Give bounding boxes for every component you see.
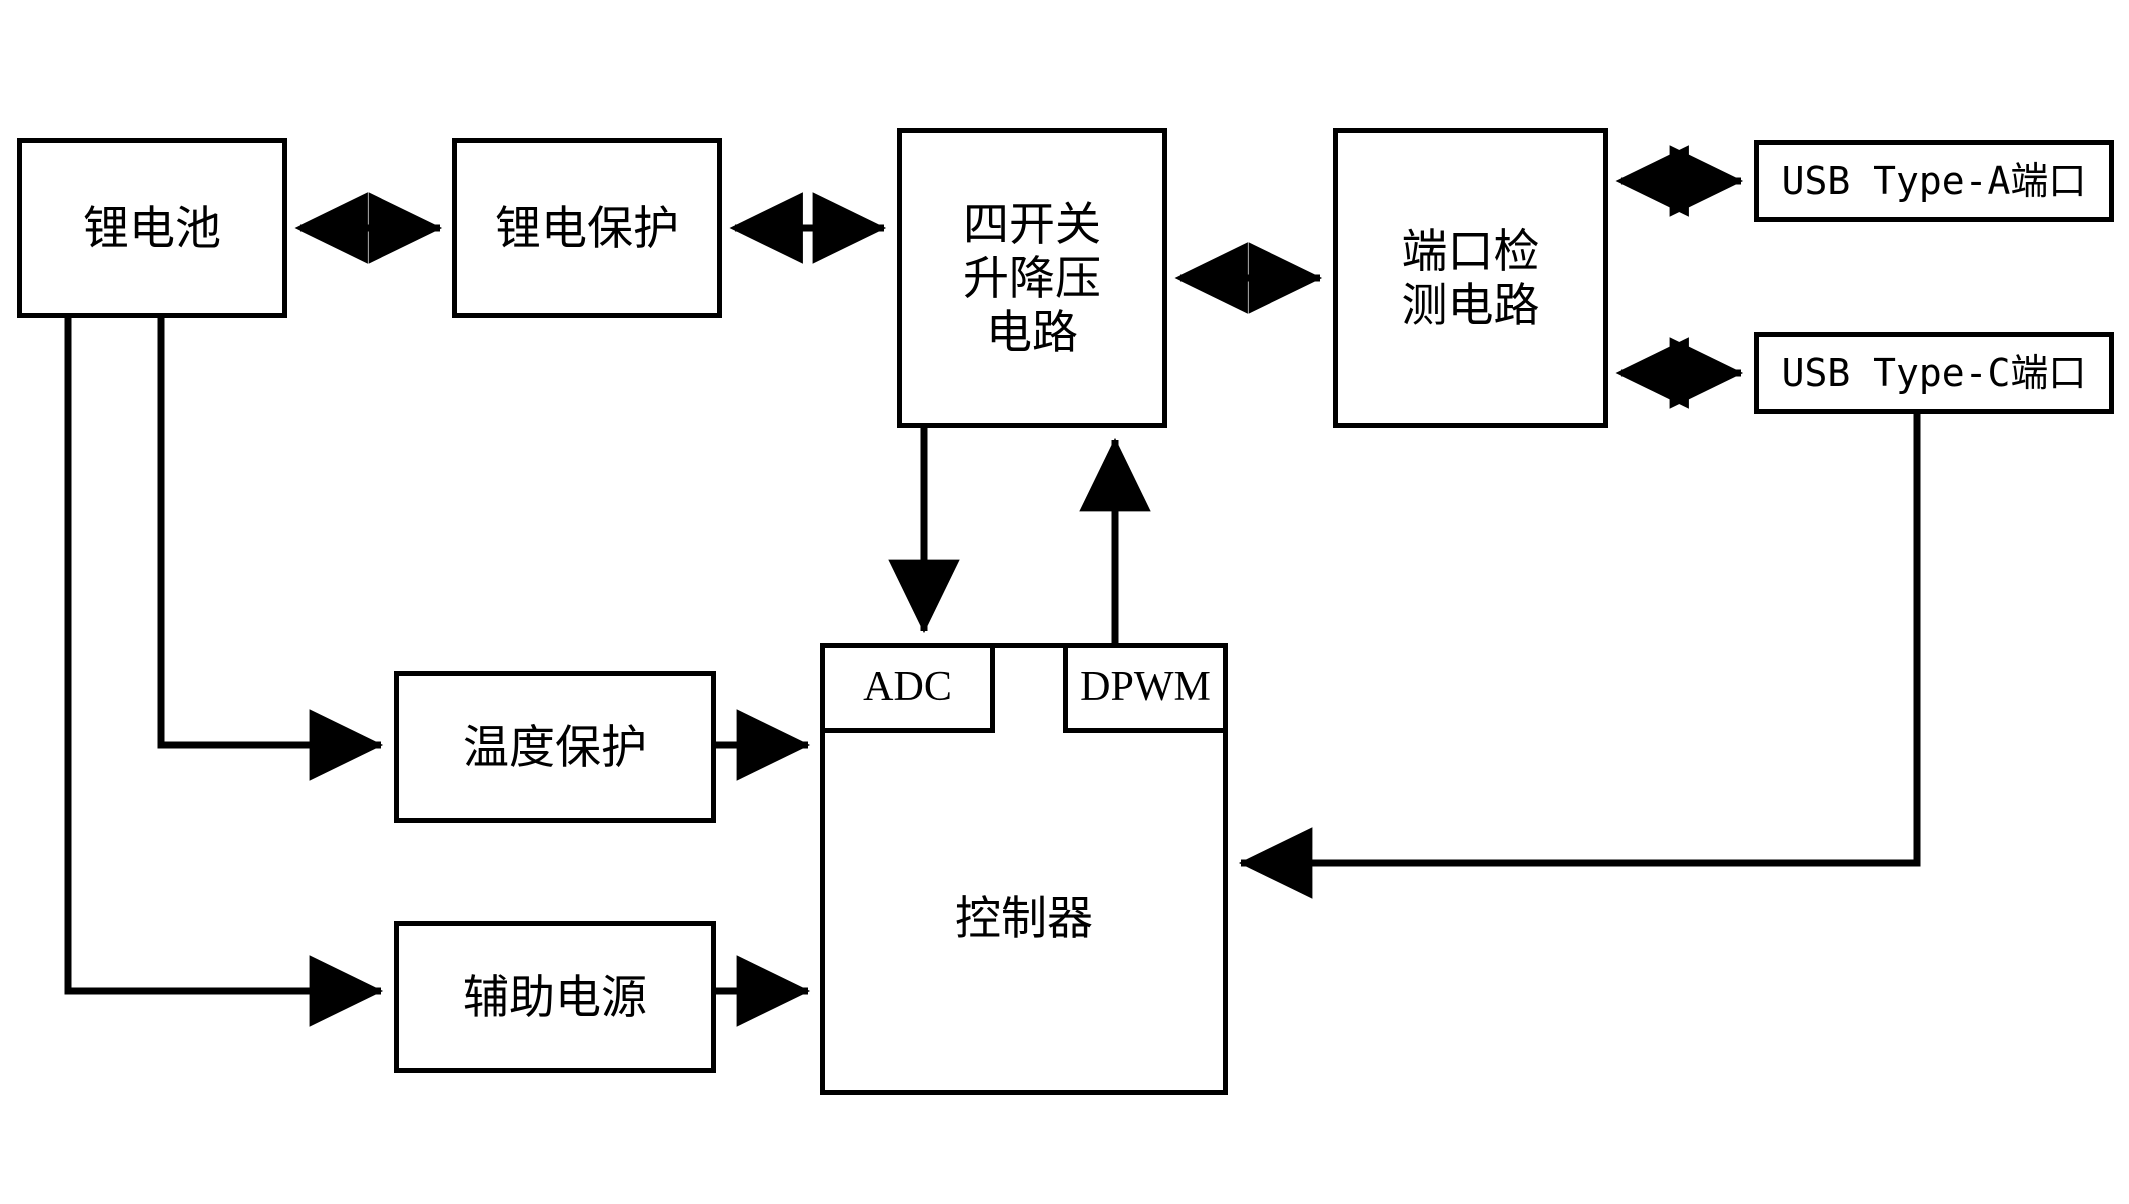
block-usb-type-c-port[interactable]: USB Type-C端口	[1754, 332, 2114, 414]
block-auxiliary-power[interactable]: 辅助电源	[394, 921, 716, 1073]
wire-battery-to-temp-protect	[157, 318, 384, 781]
block-usb-type-c-port-label: USB Type-C端口	[1781, 350, 2087, 395]
block-battery[interactable]: 锂电池	[17, 138, 287, 318]
block-temperature-protection[interactable]: 温度保护	[394, 671, 716, 823]
block-auxiliary-power-label: 辅助电源	[463, 969, 647, 1024]
block-port-detect[interactable]: 端口检 测电路	[1333, 128, 1608, 428]
block-dpwm-label: DPWM	[1080, 664, 1211, 711]
block-li-protect-label: 锂电保护	[495, 200, 679, 255]
wire-battery-to-aux-power	[64, 318, 384, 1027]
block-adc[interactable]: ADC	[820, 643, 995, 733]
block-controller-label: 控制器	[955, 890, 1093, 945]
block-adc-label: ADC	[863, 664, 952, 711]
block-battery-label: 锂电池	[83, 200, 221, 255]
block-dpwm[interactable]: DPWM	[1063, 643, 1228, 733]
block-port-detect-label: 端口检 测电路	[1401, 223, 1540, 332]
block-temperature-protection-label: 温度保护	[463, 719, 647, 774]
block-buck-boost[interactable]: 四开关 升降压 电路	[897, 128, 1167, 428]
block-buck-boost-label: 四开关 升降压 电路	[963, 196, 1101, 360]
block-usb-type-a-port-label: USB Type-A端口	[1781, 158, 2087, 203]
block-usb-type-a-port[interactable]: USB Type-A端口	[1754, 140, 2114, 222]
block-li-protect[interactable]: 锂电保护	[452, 138, 722, 318]
wire-usb-c-to-controller	[1238, 414, 1921, 899]
